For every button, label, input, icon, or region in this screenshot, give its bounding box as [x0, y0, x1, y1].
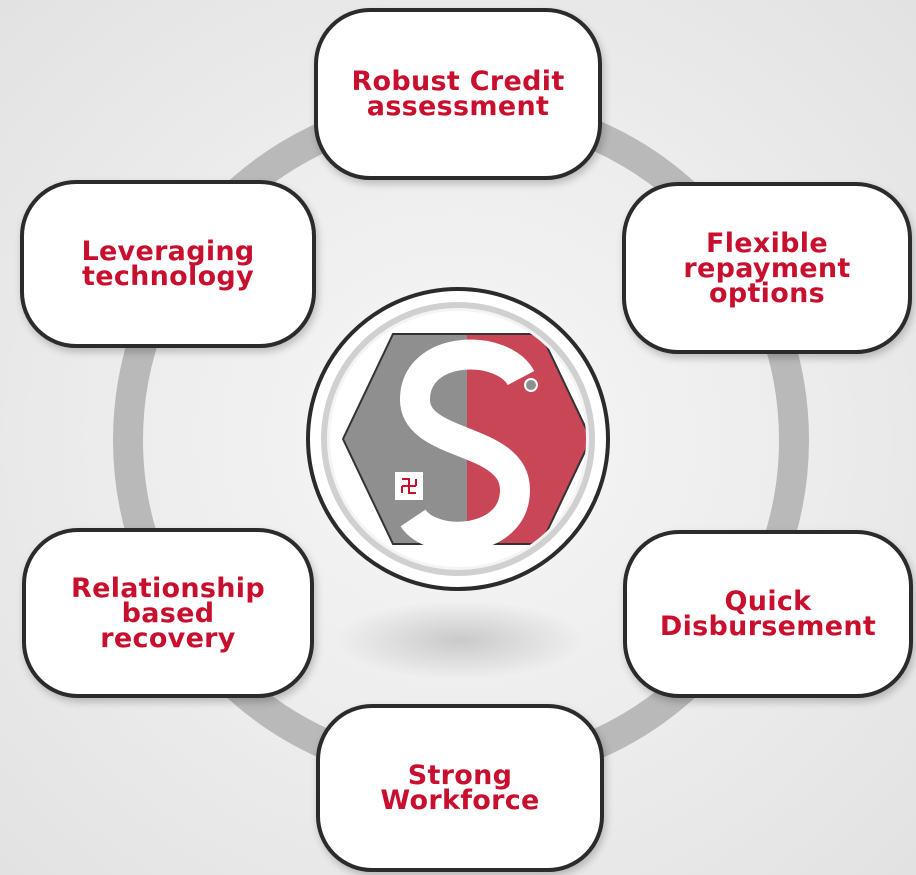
cycle-node-strong-workforce: Strong Workforce	[316, 704, 604, 872]
logo-shadow	[335, 600, 585, 680]
s-logo-icon	[306, 287, 610, 591]
node-label: Relationship based recovery	[71, 572, 265, 654]
node-label: Leveraging technology	[81, 236, 255, 292]
cycle-node-relationship-based-recovery: Relationship based recovery	[22, 528, 314, 698]
cycle-node-flexible-repayment-options: Flexible repayment options	[622, 182, 912, 354]
cycle-node-leveraging-technology: Leveraging technology	[20, 180, 316, 348]
node-label: Quick Disbursement	[659, 586, 877, 642]
node-label: Robust Credit assessment	[351, 66, 565, 122]
cycle-node-quick-disbursement: Quick Disbursement	[623, 530, 913, 698]
cycle-node-robust-credit-assessment: Robust Credit assessment	[314, 8, 602, 180]
node-label: Flexible repayment options	[683, 227, 851, 309]
node-label: Strong Workforce	[380, 760, 540, 816]
